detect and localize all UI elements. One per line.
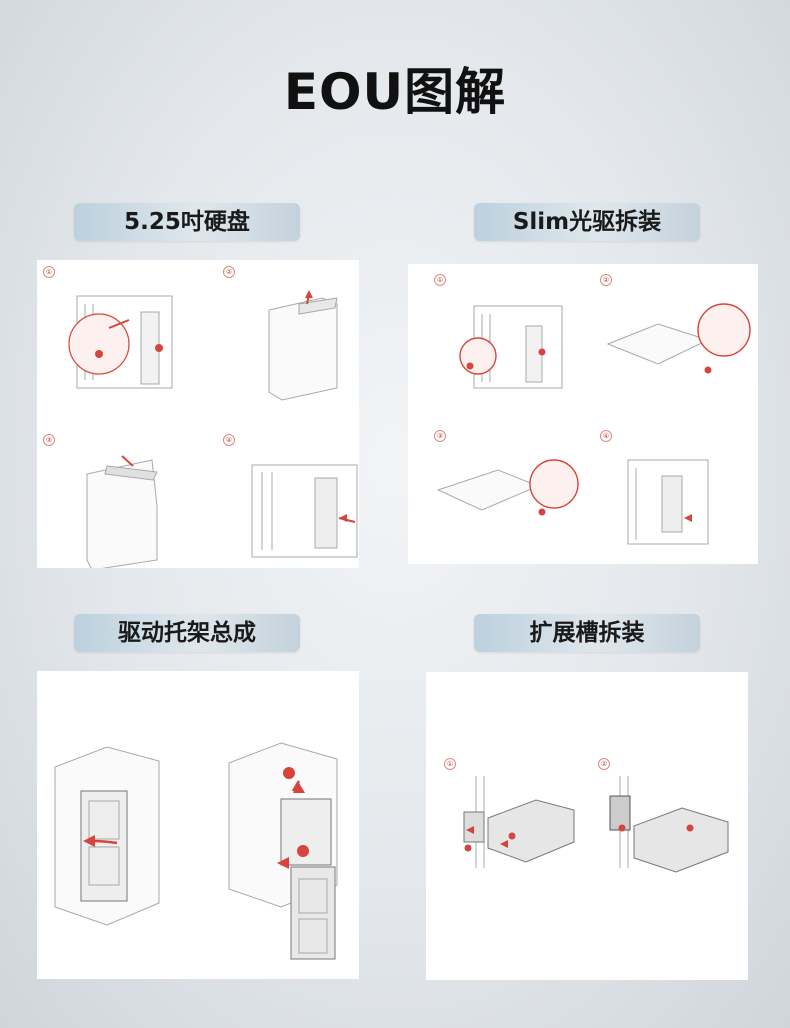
step-3-marker: ③ (434, 430, 446, 442)
step-4-marker: ④ (223, 434, 235, 446)
step-1-marker: ① (434, 274, 446, 286)
optical-illustrations (436, 303, 751, 545)
section-label-expansion-slot: 扩展槽拆装 (474, 614, 700, 652)
diagram-expansion-slot: ① ② (426, 672, 748, 980)
bay-illustrations (54, 742, 338, 960)
step-4-marker: ④ (600, 430, 612, 442)
slot-illustrations (463, 776, 729, 873)
drive-illustrations (68, 290, 358, 568)
step-2-marker: ② (598, 758, 610, 770)
page-title: EOU图解 (283, 63, 507, 121)
diagram-drive-bay-assembly (37, 671, 359, 979)
diagram-slim-optical: ① ② ③ ④ (408, 264, 758, 564)
step-1-marker: ① (43, 266, 55, 278)
step-3-marker: ③ (43, 434, 55, 446)
diagram-525-drive: ① ② ③ ④ (37, 260, 359, 568)
section-label-drive-bay-assembly: 驱动托架总成 (74, 614, 300, 652)
section-label-525-drive: 5.25吋硬盘 (74, 203, 300, 241)
step-1-marker: ① (444, 758, 456, 770)
step-2-marker: ② (600, 274, 612, 286)
section-label-slim-optical: Slim光驱拆装 (474, 203, 700, 241)
step-2-marker: ② (223, 266, 235, 278)
